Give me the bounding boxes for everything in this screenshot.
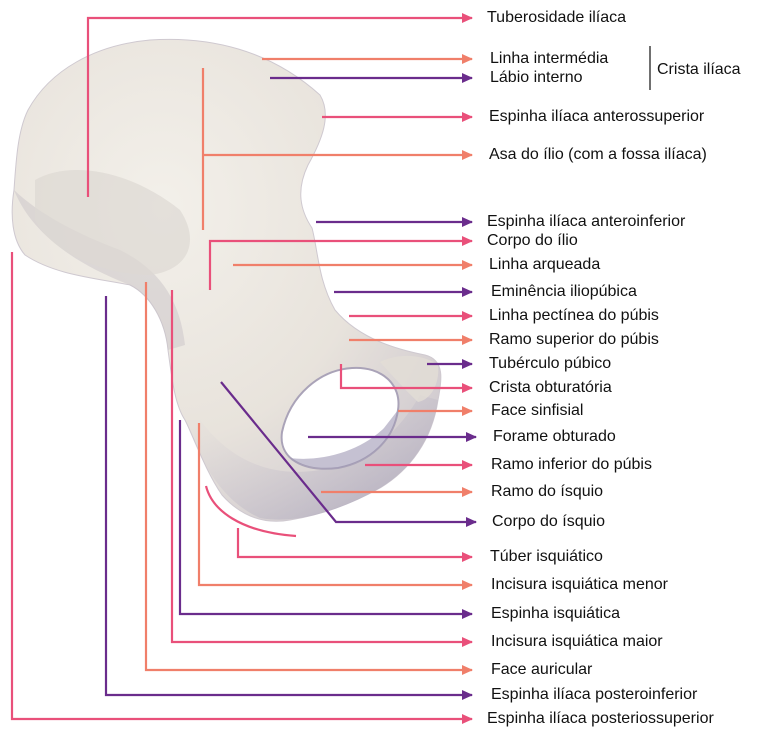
label-eminencia-iliopubica: Eminência iliopúbica: [491, 283, 637, 301]
label-linha-intermedia: Linha intermédia: [490, 50, 608, 68]
label-ramo-superior-pubis: Ramo superior do púbis: [489, 331, 659, 349]
label-tuber-isquiatico: Túber isquiático: [490, 548, 603, 566]
label-face-auricular: Face auricular: [491, 661, 592, 679]
label-linha-arqueada: Linha arqueada: [489, 256, 600, 274]
label-incisura-isquiatica-maior: Incisura isquiática maior: [491, 633, 663, 651]
label-crista-obturatoria: Crista obturatória: [489, 379, 612, 397]
label-forame-obturado: Forame obturado: [493, 428, 616, 446]
label-face-sinfisial: Face sinfisial: [491, 402, 583, 420]
label-incisura-isquiatica-menor: Incisura isquiática menor: [491, 576, 668, 594]
label-espinha-iliaca-anteroinferior: Espinha ilíaca anteroinferior: [487, 213, 685, 231]
label-labio-interno: Lábio interno: [490, 69, 583, 87]
label-tuberculo-pubico: Tubérculo púbico: [489, 355, 611, 373]
label-espinha-iliaca-posteroinferior: Espinha ilíaca posteroinferior: [491, 686, 697, 704]
label-corpo-do-ilio: Corpo do ílio: [487, 232, 578, 250]
label-corpo-do-isquio: Corpo do ísquio: [492, 513, 605, 531]
label-linha-pectinea: Linha pectínea do púbis: [489, 307, 659, 325]
label-asa-do-ilio: Asa do ílio (com a fossa ilíaca): [489, 146, 707, 164]
label-ramo-do-isquio: Ramo do ísquio: [491, 483, 603, 501]
label-ramo-inferior-pubis: Ramo inferior do púbis: [491, 456, 652, 474]
label-espinha-iliaca-posteriossuperior: Espinha ilíaca posteriossuperior: [487, 710, 714, 728]
label-espinha-iliaca-anterossuperior: Espinha ilíaca anterossuperior: [489, 108, 704, 126]
label-tuberosidade-iliaca: Tuberosidade ilíaca: [487, 9, 626, 27]
label-espinha-isquiatica: Espinha isquiática: [491, 605, 620, 623]
crista-iliaca-group-label: Crista ilíaca: [657, 61, 741, 79]
